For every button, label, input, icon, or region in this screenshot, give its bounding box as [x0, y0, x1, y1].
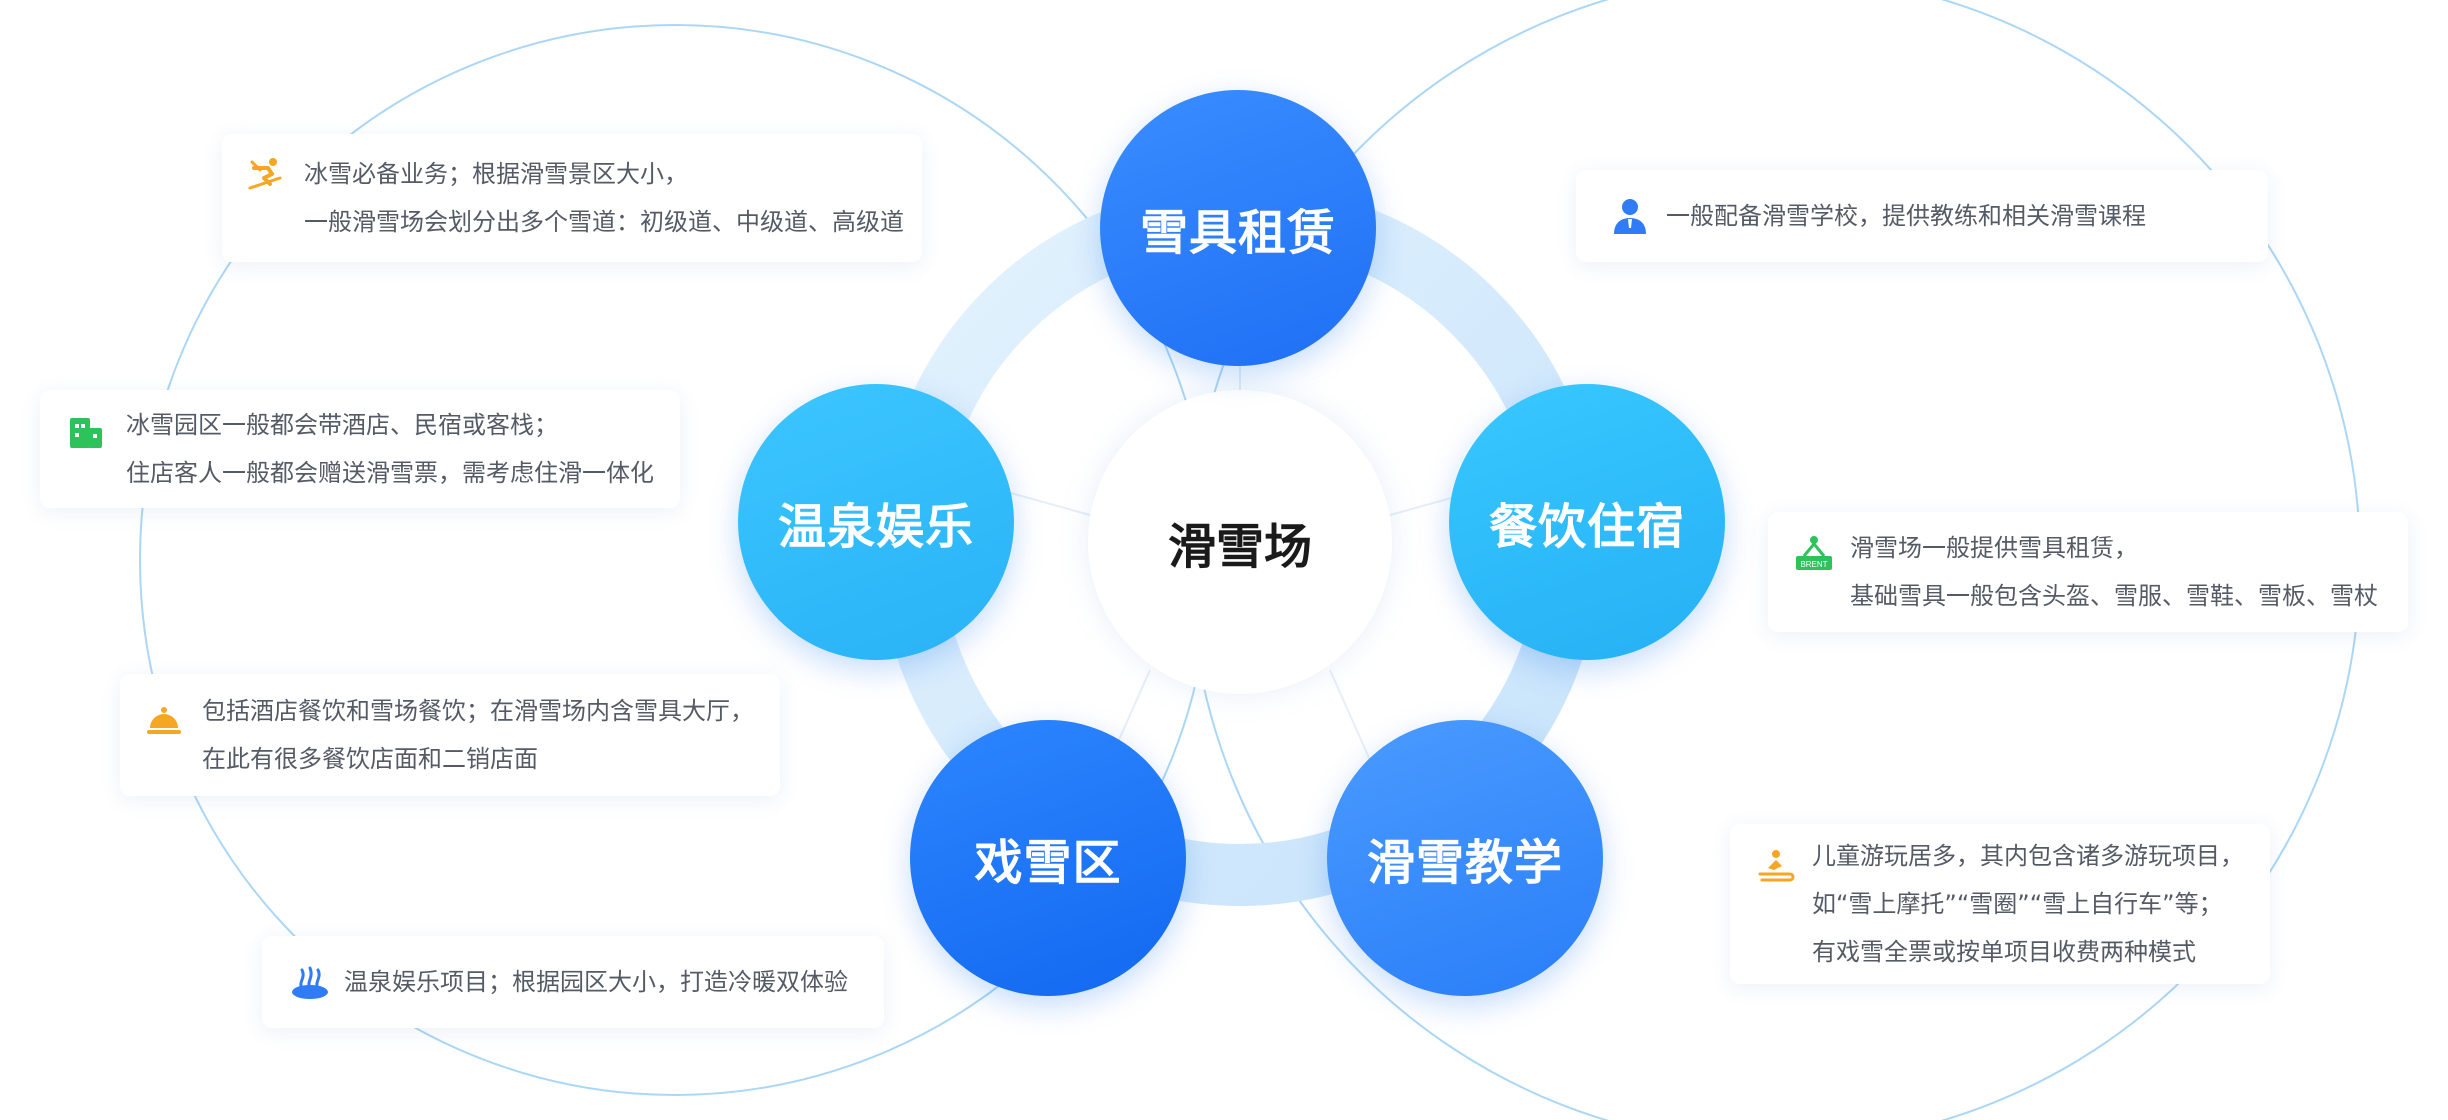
node-label: 餐饮住宿 [1488, 499, 1685, 555]
node-snow-play: 戏雪区 [910, 720, 1186, 996]
card-line: 一般配备滑雪学校，提供教练和相关滑雪课程 [1666, 202, 2146, 230]
node-ski-rental: 雪具租赁 [1100, 90, 1376, 366]
node-hot-spring: 温泉娱乐 [738, 384, 1014, 660]
card-line: 在此有很多餐饮店面和二销店面 [202, 745, 538, 773]
center-label: 滑雪场 [1167, 519, 1312, 575]
card-line: 冰雪必备业务；根据滑雪景区大小， [304, 160, 688, 188]
card-line: 如“雪上摩托”“雪圈”“雪上自行车”等； [1812, 890, 2223, 918]
node-ski-teaching: 滑雪教学 [1327, 720, 1603, 996]
node-label: 温泉娱乐 [777, 499, 974, 555]
node-label: 雪具租赁 [1139, 205, 1336, 261]
card-ski-school: 一般配备滑雪学校，提供教练和相关滑雪课程 [1576, 170, 2268, 262]
rental-sign-icon: BRENT [1796, 536, 1832, 570]
food-cloche-icon [147, 707, 181, 734]
sled-icon [1758, 850, 1795, 882]
card-hot-spring: 温泉娱乐项目；根据园区大小，打造冷暖双体验 [262, 936, 884, 1028]
building-icon [70, 418, 102, 448]
card-lodging: 冰雪园区一般都会带酒店、民宿或客栈； 住店客人一般都会赠送滑雪票，需考虑住滑一体… [40, 390, 680, 508]
card-line: 有戏雪全票或按单项目收费两种模式 [1812, 938, 2196, 966]
card-snow-play: 儿童游玩居多，其内包含诸多游玩项目， 如“雪上摩托”“雪圈”“雪上自行车”等； … [1730, 824, 2270, 984]
teacher-icon [1614, 199, 1646, 234]
card-line: 温泉娱乐项目；根据园区大小，打造冷暖双体验 [344, 968, 848, 996]
card-line: 基础雪具一般包含头盔、雪服、雪鞋、雪板、雪杖 [1850, 582, 2378, 610]
hot-spring-icon [292, 966, 328, 999]
card-dining: 包括酒店餐饮和雪场餐饮；在滑雪场内含雪具大厅， 在此有很多餐饮店面和二销店面 [120, 674, 780, 796]
center-node: 滑雪场 [1088, 390, 1392, 694]
card-line: 冰雪园区一般都会带酒店、民宿或客栈； [126, 411, 558, 439]
card-line: 一般滑雪场会划分出多个雪道：初级道、中级道、高级道 [304, 208, 904, 236]
sign-text: BRENT [1800, 560, 1827, 569]
card-ski-business: 冰雪必备业务；根据滑雪景区大小， 一般滑雪场会划分出多个雪道：初级道、中级道、高… [222, 134, 922, 262]
node-label: 戏雪区 [974, 835, 1122, 891]
node-label: 滑雪教学 [1366, 835, 1563, 891]
card-line: 儿童游玩居多，其内包含诸多游玩项目， [1812, 842, 2244, 870]
node-dining-lodging: 餐饮住宿 [1449, 384, 1725, 660]
card-line: 滑雪场一般提供雪具租赁， [1850, 534, 2138, 562]
skier-icon [248, 158, 282, 190]
card-equipment-rental: BRENT 滑雪场一般提供雪具租赁， 基础雪具一般包含头盔、雪服、雪鞋、雪板、雪… [1768, 512, 2408, 632]
card-line: 包括酒店餐饮和雪场餐饮；在滑雪场内含雪具大厅， [202, 697, 754, 725]
card-line: 住店客人一般都会赠送滑雪票，需考虑住滑一体化 [126, 459, 654, 487]
